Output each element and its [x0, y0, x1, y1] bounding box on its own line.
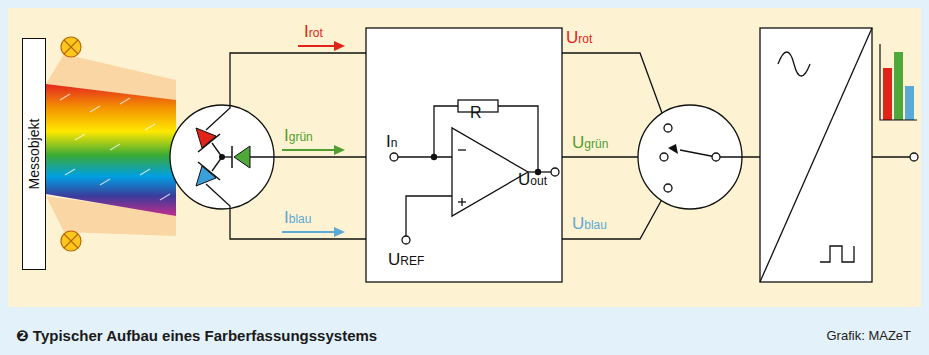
- figure-caption: ❷ Typischer Aufbau eines Farberfassungss…: [16, 327, 377, 344]
- resistor-label: R: [470, 104, 482, 122]
- current-label: Igrün: [284, 126, 313, 146]
- credit-note: Grafik: MAZeT: [826, 329, 911, 344]
- object-box: Messobjekt: [22, 38, 46, 270]
- amplifier-box: In R UoutUREF: [366, 28, 562, 282]
- current-label: Irot: [304, 22, 323, 42]
- voltage-label: Ublau: [572, 214, 607, 234]
- object-name: Messobjekt: [26, 119, 42, 190]
- signal-name: Uout: [518, 170, 547, 190]
- current-label: Iblau: [284, 208, 311, 228]
- voltage-label: Ugrün: [572, 133, 608, 153]
- signal-name: UREF: [388, 250, 424, 270]
- signal-name: In: [386, 132, 397, 152]
- voltage-label: Urot: [566, 28, 592, 48]
